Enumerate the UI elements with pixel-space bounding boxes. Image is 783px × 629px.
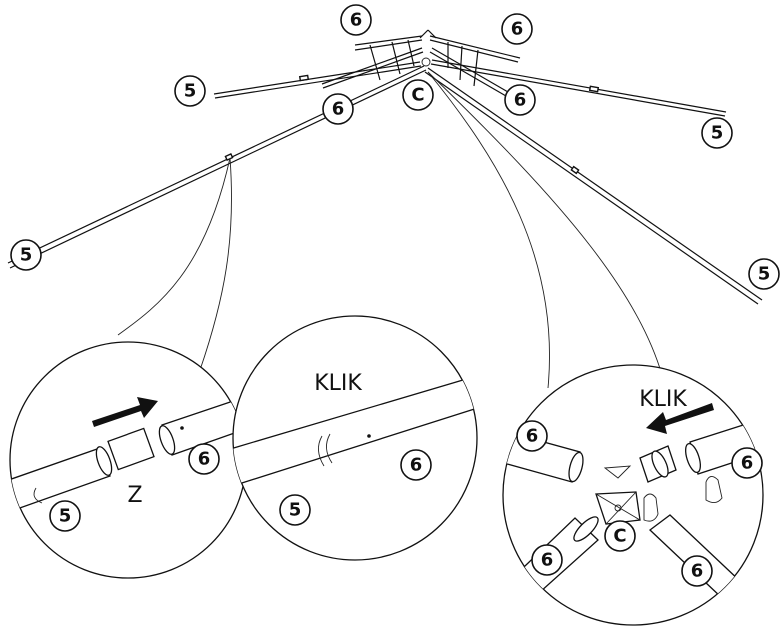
detail-middle: KLIK 5 6 [232, 315, 478, 561]
callout-center-c: C [402, 79, 434, 111]
svg-text:6: 6 [332, 99, 345, 120]
detail-middle-callout-5: 5 [279, 494, 311, 526]
detail-right: KLIK 6 6 6 6 C [502, 364, 764, 626]
detail-right-callout-c: C [604, 520, 636, 552]
hand-icon [643, 493, 659, 522]
callout-left-5: 5 [174, 75, 206, 107]
svg-text:6: 6 [741, 453, 754, 474]
detail-left: 5 6 Z [9, 341, 247, 579]
callout-right-6: 6 [504, 84, 536, 116]
upper-struts [321, 29, 521, 97]
svg-text:6: 6 [198, 449, 211, 470]
svg-text:5: 5 [20, 245, 33, 266]
svg-text:5: 5 [758, 264, 771, 285]
long-pole-left [7, 65, 427, 269]
svg-text:5: 5 [59, 506, 72, 527]
svg-text:6: 6 [410, 455, 423, 476]
svg-text:C: C [613, 526, 626, 547]
callout-far-right-5: 5 [748, 258, 780, 290]
svg-text:6: 6 [541, 550, 554, 571]
detail-right-callout-6-bottom-left: 6 [531, 544, 563, 576]
svg-text:C: C [411, 85, 424, 106]
detail-middle-callout-6: 6 [400, 449, 432, 481]
detail-right-callout-6-top-right: 6 [731, 447, 763, 479]
detail-middle-label-klik: KLIK [314, 371, 362, 396]
callout-far-left-5: 5 [10, 239, 42, 271]
detail-left-callout-5: 5 [49, 500, 81, 532]
detail-right-callout-6-top-left: 6 [516, 420, 548, 452]
svg-text:5: 5 [289, 500, 302, 521]
pole-right-short [430, 59, 727, 117]
detail-left-label-z: Z [127, 483, 142, 508]
svg-text:6: 6 [514, 90, 527, 111]
long-pole-right [424, 67, 763, 305]
callout-right-5: 5 [701, 117, 733, 149]
svg-text:5: 5 [711, 123, 724, 144]
callout-top-right-6: 6 [501, 13, 533, 45]
leader-lines [117, 71, 669, 401]
callout-top-left-6: 6 [340, 4, 372, 36]
pole-left-short [213, 61, 422, 99]
svg-text:6: 6 [526, 426, 539, 447]
svg-text:6: 6 [691, 561, 704, 582]
detail-right-callout-6-bottom-right: 6 [681, 555, 713, 587]
callout-center-6: 6 [322, 93, 354, 125]
detail-left-callout-6: 6 [188, 443, 220, 475]
detail-right-label-klik: KLIK [639, 387, 687, 412]
frame-assembly [7, 29, 763, 305]
svg-text:6: 6 [511, 19, 524, 40]
svg-text:6: 6 [350, 10, 363, 31]
svg-text:5: 5 [184, 81, 197, 102]
